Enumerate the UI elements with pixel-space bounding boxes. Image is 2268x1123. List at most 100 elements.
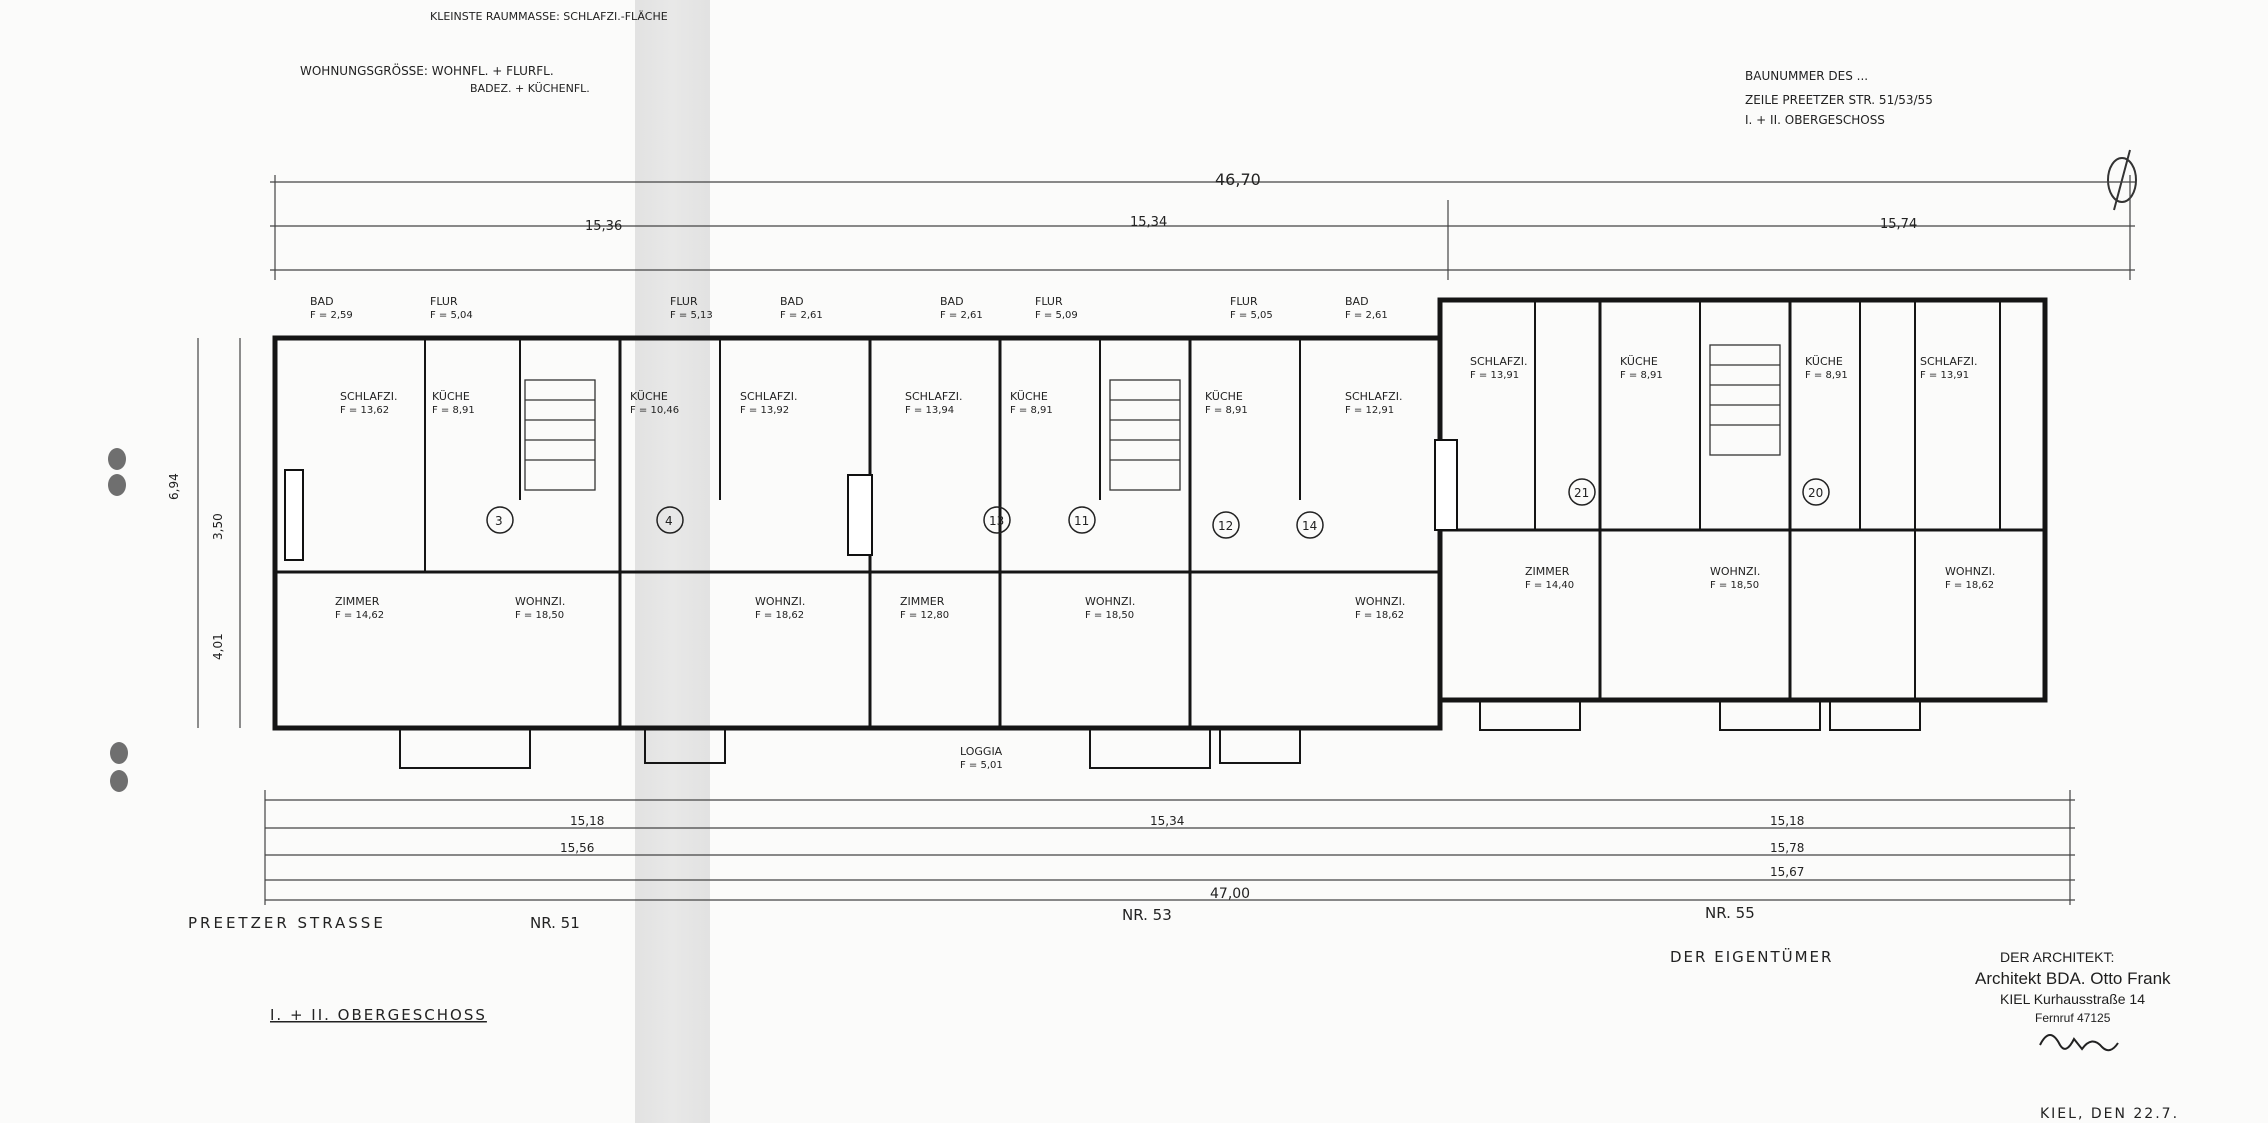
room-area: F = 5,04: [430, 310, 473, 321]
room-area: F = 8,91: [1620, 370, 1663, 381]
room-area: F = 13,94: [905, 405, 954, 416]
architect-name: Architekt BDA. Otto Frank: [1975, 969, 2171, 988]
apartment-number: 13: [989, 514, 1004, 528]
room-area: F = 18,50: [1710, 580, 1759, 591]
house-number: NR. 55: [1705, 904, 1755, 922]
room-name: BAD: [1345, 295, 1369, 308]
room-name: KÜCHE: [1010, 390, 1048, 403]
room-name: KÜCHE: [1620, 355, 1658, 368]
room-area: F = 2,61: [780, 310, 823, 321]
room-name: KÜCHE: [1205, 390, 1243, 403]
room-area: F = 8,91: [1205, 405, 1248, 416]
punch-hole: [108, 474, 126, 496]
stairwell: [524, 344, 1781, 491]
note-top-2: KLEINSTE RAUMMASSE: SCHLAFZI.-FLÄCHE: [430, 10, 668, 23]
room-area: F = 14,40: [1525, 580, 1574, 591]
room-area: F = 5,09: [1035, 310, 1078, 321]
room-area: F = 2,61: [1345, 310, 1388, 321]
room-area: F = 2,59: [310, 310, 353, 321]
room-name: FLUR: [1230, 295, 1258, 308]
architect-heading: DER ARCHITEKT:: [2000, 949, 2114, 965]
room-name: WOHNZI.: [1710, 565, 1760, 578]
room-area: F = 5,05: [1230, 310, 1273, 321]
north-arrow-icon: [2107, 149, 2137, 211]
room-name: KÜCHE: [630, 390, 668, 403]
room-area: F = 13,91: [1470, 370, 1519, 381]
room-area: F = 12,80: [900, 610, 949, 621]
floor-label: I. + II. OBERGESCHOSS: [270, 1006, 487, 1024]
room-name: WOHNZI.: [515, 595, 565, 608]
dim-bottom-total-3: 15,67: [1770, 865, 1804, 879]
room-name: SCHLAFZI.: [905, 390, 962, 403]
apartment-number-labels: 3 4 13 11 12 14 21 20: [495, 486, 1823, 533]
left-dimension-lines: [197, 338, 241, 728]
room-area: F = 2,61: [940, 310, 983, 321]
dim-top-2: 15,34: [1130, 215, 1167, 230]
apartment-number-markers: [486, 478, 1830, 539]
apartment-number: 21: [1574, 486, 1589, 500]
date-line: KIEL, DEN 22.7.: [2040, 1106, 2179, 1122]
building-outline: [272, 297, 2048, 769]
room-name: SCHLAFZI.: [740, 390, 797, 403]
room-area: F = 13,92: [740, 405, 789, 416]
room-name: FLUR: [430, 295, 458, 308]
dim-left-1: 6,94: [167, 473, 181, 500]
room-area: F = 5,01: [960, 760, 1003, 771]
room-area: F = 8,91: [432, 405, 475, 416]
top-dimension-lines: [270, 175, 2135, 280]
room-area: F = 18,50: [515, 610, 564, 621]
house-number: NR. 51: [530, 914, 580, 932]
room-name: WOHNZI.: [755, 595, 805, 608]
architect-phone: Fernruf 47125: [2035, 1011, 2111, 1025]
room-name: KÜCHE: [432, 390, 470, 403]
note-top-right-3: I. + II. OBERGESCHOSS: [1745, 113, 1885, 127]
street-label: PREETZER STRASSE: [188, 914, 386, 932]
dim-top-3: 15,74: [1880, 217, 1917, 232]
room-name: ZIMMER: [900, 595, 945, 608]
house-number: NR. 53: [1122, 906, 1172, 924]
room-name: FLUR: [670, 295, 698, 308]
note-top-right-2: ZEILE PREETZER STR. 51/53/55: [1745, 93, 1933, 107]
note-top-right-1: BAUNUMMER DES ...: [1745, 69, 1868, 83]
room-name: WOHNZI.: [1085, 595, 1135, 608]
dim-bottom-1: 15,18: [570, 814, 604, 828]
room-area: F = 14,62: [335, 610, 384, 621]
architect-signature: [2039, 1034, 2119, 1052]
apartment-number: 14: [1302, 519, 1317, 533]
room-name: ZIMMER: [335, 595, 380, 608]
dim-left-3: 4,01: [211, 633, 225, 660]
owner-label: DER EIGENTÜMER: [1670, 947, 1833, 966]
room-name: WOHNZI.: [1945, 565, 1995, 578]
overall-dimension: 46,70: [1215, 170, 1261, 189]
room-name: SCHLAFZI.: [1345, 390, 1402, 403]
dim-bottom-total-2: 15,78: [1770, 841, 1804, 855]
dim-bottom-3: 15,18: [1770, 814, 1804, 828]
dim-left-2: 3,50: [211, 513, 225, 540]
architect-address: KIEL Kurhausstraße 14: [2000, 991, 2145, 1007]
apartment-number: 4: [665, 514, 673, 528]
room-name: BAD: [310, 295, 334, 308]
room-area: F = 13,62: [340, 405, 389, 416]
room-area: F = 13,91: [1920, 370, 1969, 381]
room-labels: BAD F = 2,59 FLUR F = 5,04 SCHLAFZI. F =…: [310, 295, 1995, 771]
room-name: BAD: [940, 295, 964, 308]
room-area: F = 18,62: [755, 610, 804, 621]
scan-shadow-band: [635, 0, 710, 1123]
punch-hole: [108, 448, 126, 470]
architect-stamp: DER ARCHITEKT: Architekt BDA. Otto Frank…: [1975, 949, 2171, 1052]
dim-top-1: 15,36: [585, 219, 622, 234]
room-name: SCHLAFZI.: [340, 390, 397, 403]
apartment-number: 3: [495, 514, 503, 528]
chimney-blocks: [284, 439, 1458, 561]
room-name: BAD: [780, 295, 804, 308]
room-name: KÜCHE: [1805, 355, 1843, 368]
note-top-3: BADEZ. + KÜCHENFL.: [470, 82, 590, 95]
apartment-number: 20: [1808, 486, 1823, 500]
room-name: SCHLAFZI.: [1920, 355, 1977, 368]
dim-bottom-total-1: 15,56: [560, 841, 594, 855]
overall-bottom-dimension: 47,00: [1210, 886, 1250, 902]
punch-hole: [110, 770, 128, 792]
room-area: F = 18,62: [1355, 610, 1404, 621]
